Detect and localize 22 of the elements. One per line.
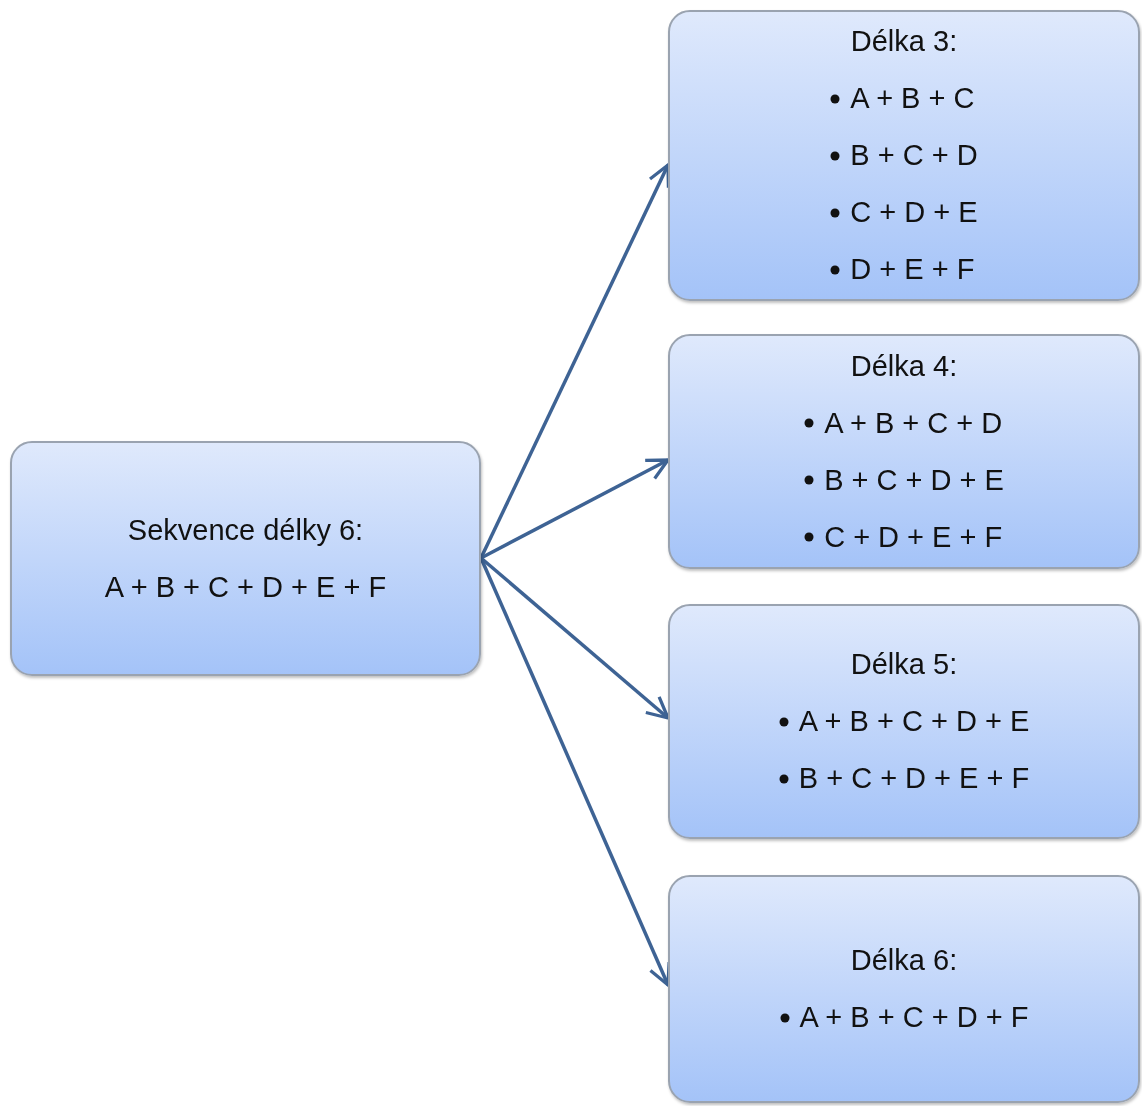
sequence-text: A + B + C + D + E + F (104, 569, 387, 605)
rounded-box (668, 604, 1140, 839)
box-heading: Sekvence délky 6: (127, 512, 364, 548)
box-heading: Délka 6: (850, 943, 958, 978)
arrow (480, 458, 670, 560)
box-heading: Délka 3: (850, 24, 958, 59)
bullet-item: B + C + D + E + F (798, 761, 1030, 796)
bullet-item: D + E + F (850, 252, 975, 287)
bullet-item: C + D + E (850, 195, 978, 230)
bullet-item: B + C + D + E (824, 462, 1004, 498)
box-heading: Délka 4: (850, 348, 958, 384)
bullet-item: A + B + C + D (824, 405, 1003, 441)
bullet-item: C + D + E + F (824, 519, 1003, 555)
bullet-item: A + B + C + D + F (799, 1000, 1029, 1035)
bullet-item: A + B + C + D + E (798, 704, 1030, 739)
rounded-box (10, 441, 481, 676)
rounded-box (668, 875, 1140, 1103)
rounded-box (668, 334, 1140, 569)
bullet-item: A + B + C (850, 81, 975, 116)
rounded-box (668, 10, 1140, 301)
bullet-item: B + C + D (850, 138, 978, 173)
box-heading: Délka 5: (850, 647, 958, 682)
